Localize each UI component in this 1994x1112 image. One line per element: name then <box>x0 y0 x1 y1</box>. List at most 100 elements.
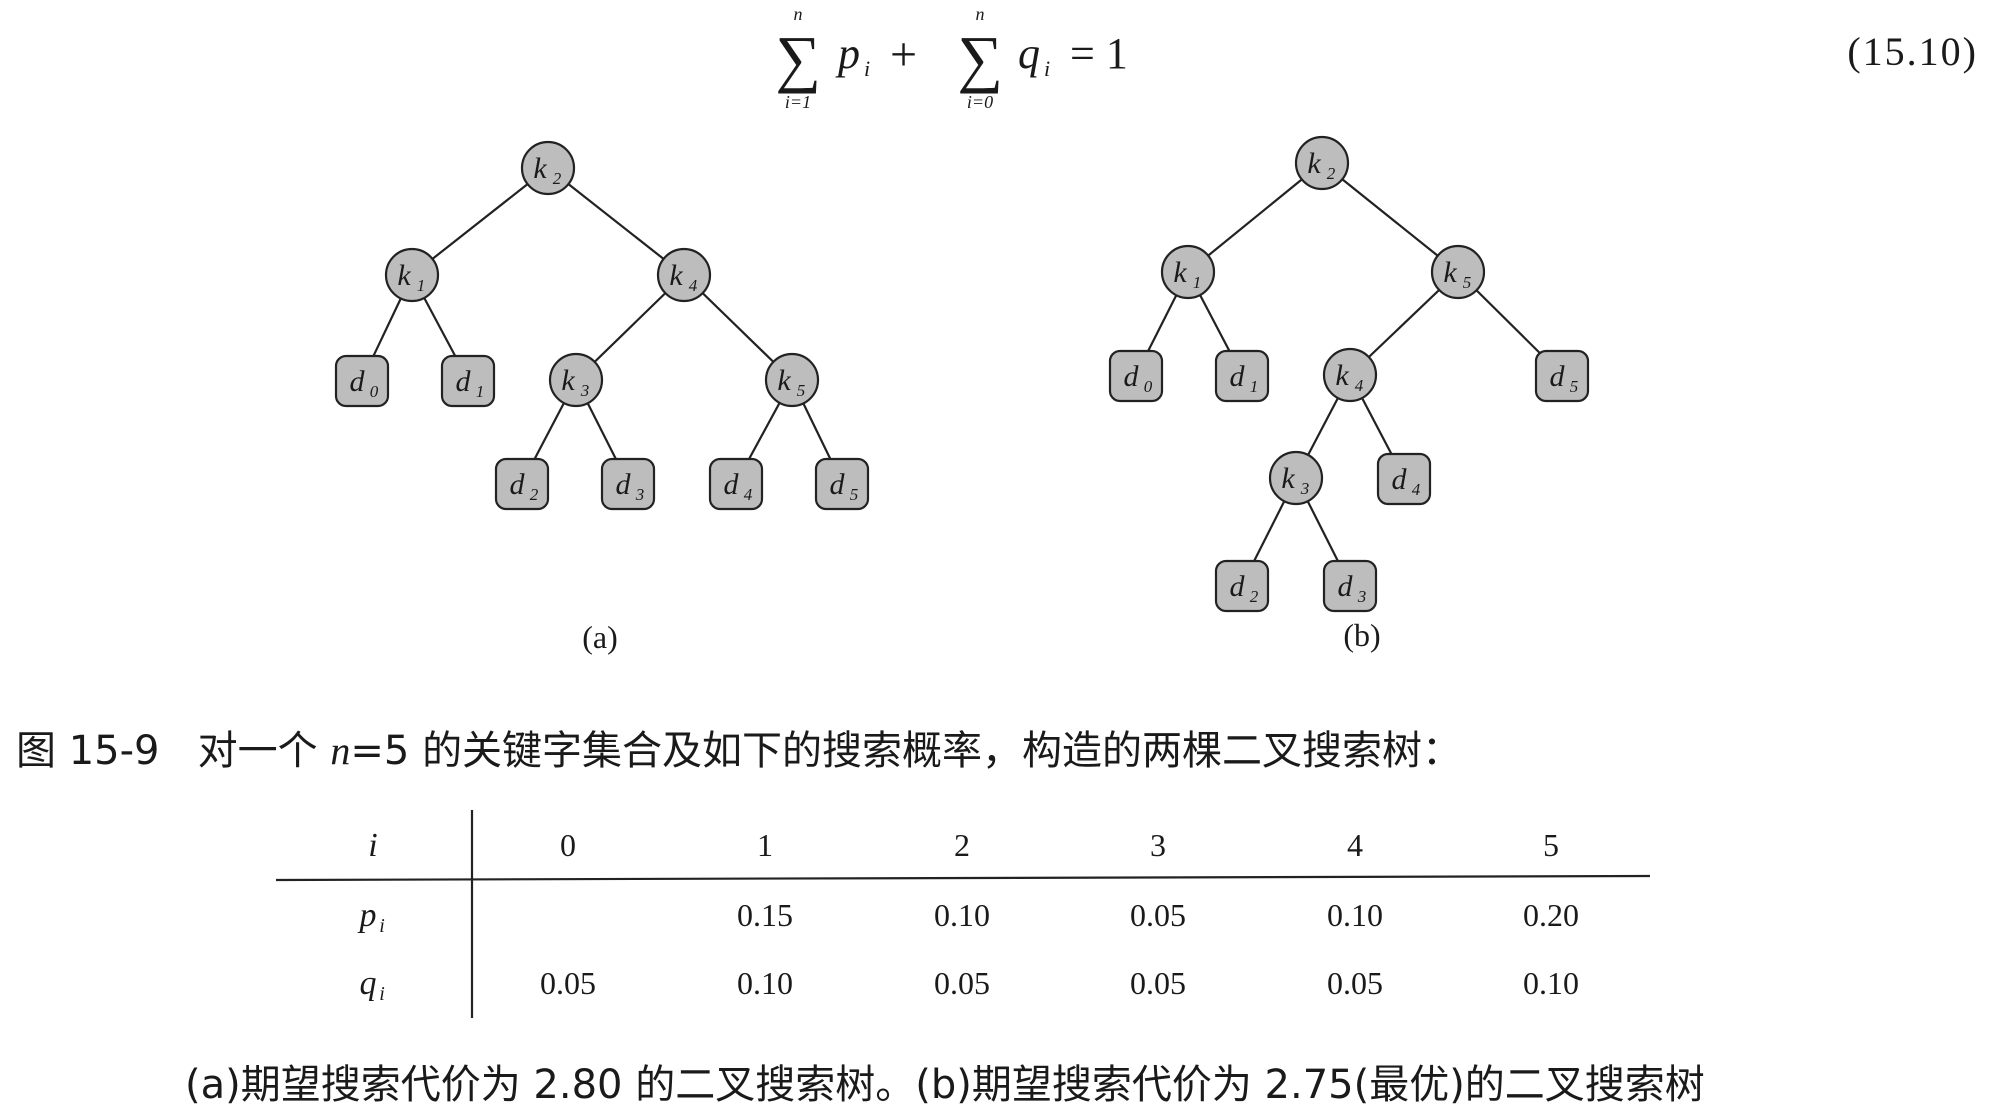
leaf-sub: 5 <box>850 485 859 504</box>
node-sub: 3 <box>580 381 590 400</box>
table-cell-p-4: 0.10 <box>1327 897 1383 933</box>
leaf-sub: 3 <box>1357 587 1367 606</box>
table-cell-q-1: 0.10 <box>737 965 793 1001</box>
sum-upper-1: n <box>794 4 803 24</box>
table-cell-p-5: 0.20 <box>1523 897 1579 933</box>
leaf-letter: d <box>1550 360 1566 393</box>
tree-a-node-k1: k 1 <box>384 247 440 303</box>
tree-a-leaf-d1: d 1 <box>440 354 496 408</box>
plus-sign: + <box>890 28 917 81</box>
table-col-2: 2 <box>954 827 970 863</box>
caption-prefix: 图 15-9 <box>16 728 160 774</box>
leaf-sub: 5 <box>1570 377 1579 396</box>
equation-number: (15.10) <box>1847 29 1978 74</box>
leaf-sub: 0 <box>370 382 379 401</box>
leaf-letter: d <box>1124 360 1140 393</box>
figure-subcaption: (a)期望搜索代价为 2.80 的二叉搜索树。(b)期望搜索代价为 2.75(最… <box>185 1062 1705 1108</box>
table-row-q-label: q <box>360 965 377 1002</box>
tree-a-node-k5: k 5 <box>764 352 820 408</box>
leaf-sub: 1 <box>1250 377 1259 396</box>
table-cell-p-2: 0.10 <box>934 897 990 933</box>
table-row-q-sub: i <box>379 983 385 1005</box>
probability-table: i 0 1 2 3 4 5 p i 0.15 0.10 0.05 0.10 0.… <box>275 810 1651 1018</box>
tree-b-leaf-d5: d 5 <box>1534 349 1590 403</box>
leaf-sub: 2 <box>530 485 539 504</box>
leaf-letter: d <box>456 365 472 398</box>
sum-symbol-2: ∑ <box>957 23 1003 94</box>
tree-a-leaf-d5: d 5 <box>814 457 870 511</box>
caption-text-after: 的关键字集合及如下的搜索概率，构造的两棵二叉搜索树： <box>422 728 1463 774</box>
leaf-letter: d <box>350 365 366 398</box>
table-col-5: 5 <box>1543 827 1559 863</box>
tree-a-leaf-d3: d 3 <box>600 457 656 511</box>
node-letter: k <box>1443 256 1457 289</box>
node-sub: 2 <box>553 169 562 188</box>
leaf-letter: d <box>1230 360 1246 393</box>
leaf-sub: 3 <box>635 485 645 504</box>
equation-rhs: = 1 <box>1070 29 1128 78</box>
leaf-letter: d <box>1392 463 1408 496</box>
tree-b-node-k5: k 5 <box>1430 244 1486 300</box>
node-letter: k <box>777 364 791 397</box>
node-sub: 5 <box>797 381 806 400</box>
node-sub: 1 <box>1193 273 1202 292</box>
table-header-i: i <box>368 827 377 864</box>
caption-eq: =5 <box>350 728 410 774</box>
node-letter: k <box>669 259 683 292</box>
sum-symbol-1: ∑ <box>775 23 821 94</box>
table-cell-p-3: 0.05 <box>1130 897 1186 933</box>
node-letter: k <box>1281 462 1295 495</box>
equation: n ∑ i=1 p i + n ∑ i=0 q i = 1 <box>775 4 1128 112</box>
leaf-sub: 0 <box>1144 377 1153 396</box>
node-letter: k <box>533 152 547 185</box>
node-letter: k <box>397 259 411 292</box>
table-col-1: 1 <box>757 827 773 863</box>
node-sub: 4 <box>689 276 698 295</box>
node-letter: k <box>1307 147 1321 180</box>
leaf-letter: d <box>510 468 526 501</box>
table-cell-q-3: 0.05 <box>1130 965 1186 1001</box>
tree-b-leaf-d0: d 0 <box>1108 349 1164 403</box>
table-header-rule <box>275 874 1651 882</box>
term-q: q <box>1018 29 1040 78</box>
table-row-p-sub: i <box>379 915 385 937</box>
tree-a-edges <box>361 167 843 484</box>
leaf-letter: d <box>616 468 632 501</box>
table-row-p-label: p <box>358 897 377 934</box>
tree-b-leaf-d2: d 2 <box>1214 559 1270 613</box>
caption-text-before: 对一个 <box>197 728 318 774</box>
node-sub: 1 <box>417 276 426 295</box>
node-letter: k <box>1173 256 1187 289</box>
figure-caption: 图 15-9 对一个 n=5 的关键字集合及如下的搜索概率，构造的两棵二叉搜索树… <box>16 718 1462 776</box>
node-sub: 4 <box>1355 376 1364 395</box>
tree-b-node-k4: k 4 <box>1322 347 1378 403</box>
tree-a-label: (a) <box>582 619 618 655</box>
leaf-letter: d <box>1338 570 1354 603</box>
table-cell-q-5: 0.10 <box>1523 965 1579 1001</box>
tree-a-leaf-d0: d 0 <box>334 354 390 408</box>
tree-b-label: (b) <box>1343 617 1380 653</box>
tree-b-leaf-d4: d 4 <box>1376 452 1432 506</box>
tree-a-node-k2: k 2 <box>520 140 576 196</box>
leaf-sub: 4 <box>1412 480 1421 499</box>
tree-a-node-k3: k 3 <box>548 352 604 408</box>
tree-b-leaf-d1: d 1 <box>1214 349 1270 403</box>
table-cell-q-4: 0.05 <box>1327 965 1383 1001</box>
sum-upper-2: n <box>976 4 985 24</box>
node-letter: k <box>561 364 575 397</box>
leaf-sub: 1 <box>476 382 485 401</box>
caption-n: n <box>330 728 351 773</box>
table-col-3: 3 <box>1150 827 1166 863</box>
table-col-4: 4 <box>1347 827 1363 863</box>
tree-b-node-k3: k 3 <box>1268 450 1324 506</box>
leaf-letter: d <box>724 468 740 501</box>
tree-b-node-k1: k 1 <box>1160 244 1216 300</box>
tree-b-node-k2: k 2 <box>1294 135 1350 191</box>
tree-a-leaf-d2: d 2 <box>494 457 550 511</box>
leaf-sub: 4 <box>744 485 753 504</box>
node-letter: k <box>1335 359 1349 392</box>
term-p: p <box>835 29 860 78</box>
node-sub: 2 <box>1327 164 1336 183</box>
sum-lower-1: i=1 <box>785 92 811 112</box>
tree-a-node-k4: k 4 <box>656 247 712 303</box>
